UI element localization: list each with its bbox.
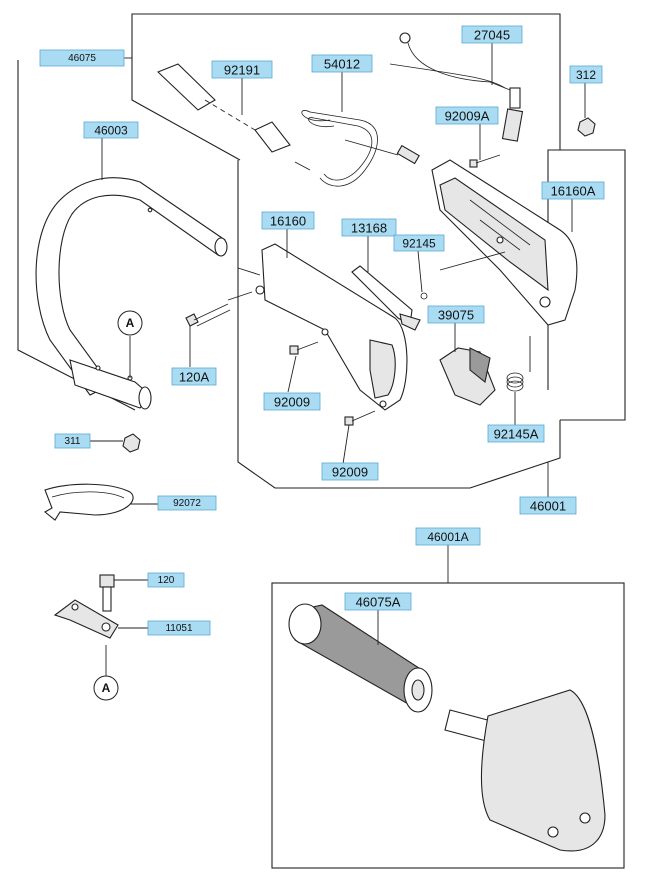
bolt-120A [185,303,231,327]
label-box [261,211,315,230]
part-number-text: 46001A [427,530,468,544]
spring-92145 [420,292,428,300]
part-number-text: 46001 [530,499,566,514]
nut-312 [577,117,596,137]
label-box [321,462,379,481]
label-box [435,106,499,125]
throttle-cable [294,110,420,187]
part-number-label-92009[interactable]: 92009 [263,392,321,411]
part-number-text: 312 [576,68,596,82]
label-box [519,496,577,515]
label-box [147,620,211,636]
part-number-label-16160a[interactable]: 16160A [541,181,605,200]
part-number-label-312[interactable]: 312 [569,65,603,84]
part-number-label-46075[interactable]: 46075 [39,49,125,67]
part-number-label-120a[interactable]: 120A [171,367,217,386]
label-box [487,424,545,443]
rear-handle-housing [431,159,578,326]
part-number-text: 11051 [165,623,193,634]
part-number-label-16160[interactable]: 16160 [261,211,315,230]
clamp-plate [53,599,119,639]
part-number-text: 46075A [356,595,401,610]
torsion-spring [506,372,524,392]
label-box [54,433,91,449]
label-box [415,527,481,546]
part-number-label-92072[interactable]: 92072 [157,495,217,511]
label-box [311,54,373,73]
part-number-text: 16160A [551,184,596,199]
part-number-label-92145a[interactable]: 92145A [487,424,545,443]
label-box [147,572,185,588]
part-number-text: 92191 [224,63,260,78]
part-number-text: 120 [158,575,175,586]
part-number-label-46001a[interactable]: 46001A [415,527,481,546]
part-number-text: 27045 [474,28,510,43]
label-box [341,218,397,237]
loop-handle-bar [35,177,228,410]
throttle-trigger [351,265,421,331]
part-number-text: 92145 [402,237,436,251]
part-number-text: 46003 [94,124,128,138]
label-box [157,495,217,511]
ref-circle-a-upper: A [117,310,143,336]
part-number-text: 54012 [324,57,360,72]
part-number-text: 311 [65,436,81,447]
part-number-label-92009a[interactable]: 92009A [435,106,499,125]
grip-holder [444,689,606,852]
part-number-text: 13168 [351,221,387,236]
nut-311 [122,433,141,453]
part-number-label-92191[interactable]: 92191 [211,60,273,79]
handle-band [44,483,134,521]
part-number-label-46075a[interactable]: 46075A [344,592,412,611]
label-box [171,367,217,386]
part-number-text: 92145A [494,427,539,442]
part-number-label-92145[interactable]: 92145 [393,234,445,252]
label-box [211,60,273,79]
part-number-text: 39075 [438,308,474,323]
label-box [344,592,412,611]
part-number-text: 92009 [274,395,310,410]
label-box [83,121,139,139]
screw-92009-upper [289,341,319,355]
handle-cover [255,243,408,411]
label-box [263,392,321,411]
leader-lines [90,43,586,676]
part-number-label-92009[interactable]: 92009 [321,462,379,481]
label-box [393,234,445,252]
grip-sleeve [288,603,433,713]
part-number-label-120[interactable]: 120 [147,572,185,588]
grip-rod [156,63,291,153]
part-number-label-54012[interactable]: 54012 [311,54,373,73]
part-number-label-13168[interactable]: 13168 [341,218,397,237]
part-number-label-11051[interactable]: 11051 [147,620,211,636]
throttle-lock-lever [439,347,496,406]
part-number-label-311[interactable]: 311 [54,433,91,449]
part-number-label-27045[interactable]: 27045 [461,25,523,44]
bolt-120 [99,574,115,612]
label-box [569,65,603,84]
label-box [427,305,485,324]
ref-label: A [102,681,111,695]
part-number-text: 92009 [332,465,368,480]
part-number-label-46003[interactable]: 46003 [83,121,139,139]
part-number-label-46001[interactable]: 46001 [519,496,577,515]
part-number-text: 46075 [68,53,96,64]
part-number-text: 92072 [173,498,201,509]
label-box [541,181,605,200]
part-number-label-39075[interactable]: 39075 [427,305,485,324]
label-box [39,49,125,67]
ref-label: A [126,316,135,330]
screw-92009A [469,154,501,168]
part-number-text: 120A [179,370,210,385]
label-box [461,25,523,44]
part-number-text: 16160 [270,214,306,229]
screw-92009-lower [344,410,376,426]
part-number-text: 92009A [445,109,490,124]
stop-switch-harness [389,32,524,142]
ref-circle-a-lower: A [93,675,119,701]
